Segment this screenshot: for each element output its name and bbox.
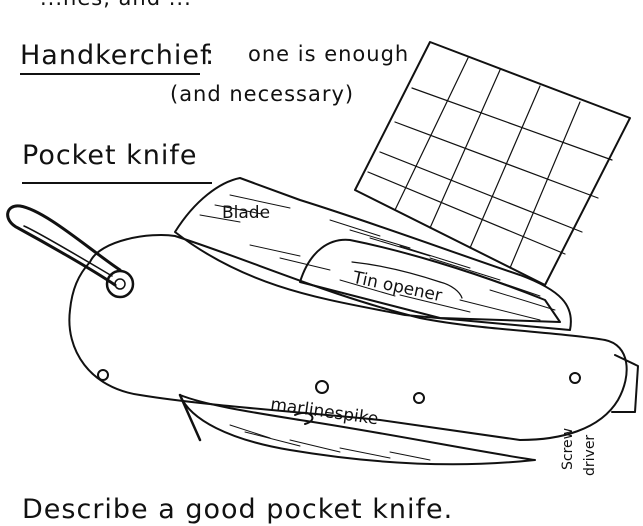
spike-hatching <box>230 425 430 460</box>
handkerchief-note-line1: one is enough <box>248 42 409 66</box>
describe-prompt: Describe a good pocket knife. <box>22 494 453 525</box>
screwdriver-label-line2: driver <box>582 435 598 476</box>
handkerchief-heading: Handkerchief <box>20 40 210 71</box>
screwdriver-label-line1: Screw <box>560 428 576 470</box>
handkerchief-note-line2: (and necessary) <box>170 82 354 106</box>
handkerchief-underline <box>20 73 200 75</box>
pocket-knife-underline <box>22 182 212 184</box>
handkerchief-drawing <box>355 42 630 285</box>
handkerchief-colon: : <box>205 40 215 71</box>
pocket-knife-heading: Pocket knife <box>22 140 198 171</box>
blade-label: Blade <box>222 203 270 223</box>
top-fragment-text: ...nes, and ... <box>40 0 490 10</box>
